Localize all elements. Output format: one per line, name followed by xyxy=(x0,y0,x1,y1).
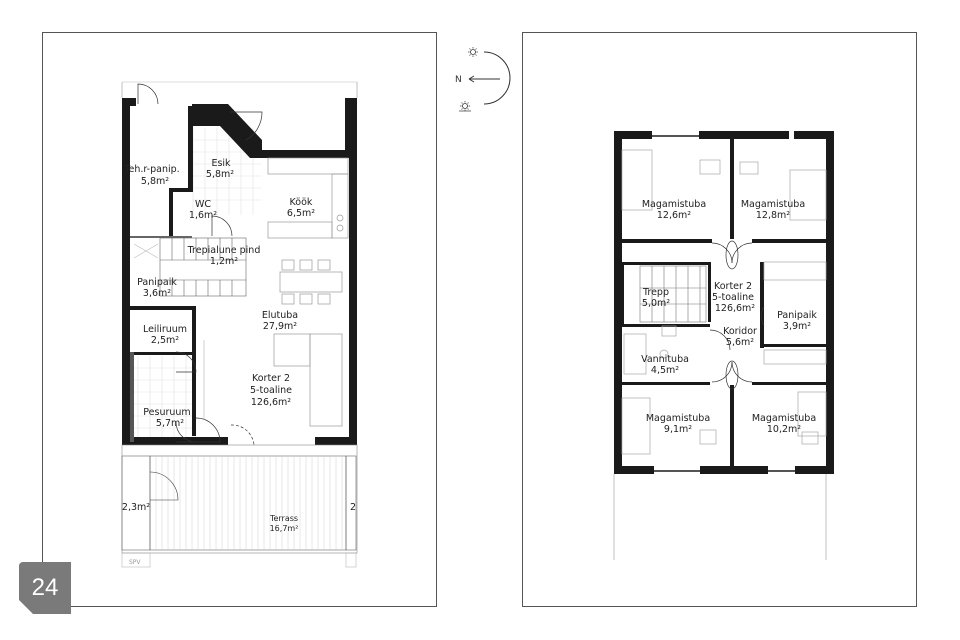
upper-koridor-area: 5,6m² xyxy=(726,337,754,348)
doors xyxy=(137,83,263,446)
page-number: 24 xyxy=(31,574,59,601)
upper-doors xyxy=(709,240,765,390)
room-store-area: 2,3m² xyxy=(122,502,150,513)
room-esik-name: Esik xyxy=(211,158,231,169)
staircase xyxy=(133,237,247,297)
upper-panipaik-name: Panipaik xyxy=(777,310,817,321)
upper-vannituba-name: Vannituba xyxy=(641,354,689,365)
ground-floor-plan: Teh.r-panip. 5,8m² Esik 5,8m² WC 1,6m² K… xyxy=(121,81,358,568)
upper-mag1-area: 12,6m² xyxy=(657,210,691,221)
terrace xyxy=(121,444,358,568)
upper-panipaik-area: 3,9m² xyxy=(783,321,811,332)
upper-koridor-name: Koridor xyxy=(723,326,757,337)
room-teh-name: Teh.r-panip. xyxy=(123,164,179,175)
room-pesuruum-name: Pesuruum xyxy=(143,407,190,418)
room-trepialune-name: Trepialune pind xyxy=(187,245,261,256)
right-sheet-frame xyxy=(522,32,917,607)
upper-mag4-area: 10,2m² xyxy=(767,424,801,435)
upper-furniture xyxy=(621,149,827,455)
upper-mag3-name: Magamistuba xyxy=(646,413,710,424)
compass: N xyxy=(455,47,511,112)
upper-apartment-area: 126,6m² xyxy=(715,303,755,314)
room-leiliruum-area: 2,5m² xyxy=(151,335,179,346)
room-kook-area: 6,5m² xyxy=(287,208,315,219)
exterior-walls xyxy=(122,98,357,445)
room-kook-name: Köök xyxy=(290,197,313,208)
page-number-badge-shape xyxy=(19,562,71,614)
room-trepialune-area: 1,2m² xyxy=(210,256,238,267)
north-label: N xyxy=(455,75,462,85)
plan-tag: SPV xyxy=(129,559,141,566)
upper-floor-plan: Magamistuba 12,6m² Magamistuba 12,8m² Ko… xyxy=(613,131,834,560)
left-sheet-frame xyxy=(42,32,437,607)
room-pesuruum-area: 5,7m² xyxy=(156,418,184,429)
sofa xyxy=(203,333,343,427)
upper-mag1-name: Magamistuba xyxy=(642,199,706,210)
upper-mag4-name: Magamistuba xyxy=(752,413,816,424)
upper-mag2-name: Magamistuba xyxy=(741,199,805,210)
upper-vannituba-area: 4,5m² xyxy=(651,365,679,376)
room-wc-name: WC xyxy=(195,199,211,210)
upper-mag3-area: 9,1m² xyxy=(664,424,692,435)
room-elutuba-name: Elutuba xyxy=(262,310,298,321)
upper-interior-walls xyxy=(620,139,826,470)
room-leiliruum-name: Leiliruum xyxy=(143,324,187,335)
apartment-name-left: Korter 2 xyxy=(252,373,290,384)
sun-set-icon xyxy=(459,101,471,112)
upper-staircase xyxy=(639,265,707,323)
room-teh-area: 5,8m² xyxy=(141,176,169,187)
room-edge-name: 2 xyxy=(350,502,356,513)
room-elutuba-area: 27,9m² xyxy=(263,321,297,332)
interior-walls xyxy=(130,106,196,442)
page-number-badge: 24 xyxy=(19,562,79,616)
apartment-area-left: 126,6m² xyxy=(251,397,291,408)
sun-rise-icon xyxy=(468,47,478,57)
room-terrass-name: Terrass xyxy=(269,514,298,523)
room-panipaik-name: Panipaik xyxy=(137,277,177,288)
upper-apartment-name: Korter 2 xyxy=(714,281,752,292)
room-terrass-area: 16,7m² xyxy=(270,524,299,533)
apartment-rooms-left: 5-toaline xyxy=(250,385,292,396)
upper-mag2-area: 12,8m² xyxy=(756,210,790,221)
tile-hatch xyxy=(132,128,262,438)
compass-arrowhead xyxy=(468,75,475,83)
upper-trepp-name: Trepp xyxy=(642,287,669,298)
upper-trepp-area: 5,0m² xyxy=(642,298,670,309)
room-panipaik-area: 3,6m² xyxy=(143,288,171,299)
room-wc-area: 1,6m² xyxy=(189,210,217,221)
kitchen-counter xyxy=(267,157,349,239)
room-esik-area: 5,8m² xyxy=(206,169,234,180)
compass-arc xyxy=(483,51,511,105)
dining-table xyxy=(279,259,343,305)
upper-apartment-rooms: 5-toaline xyxy=(712,292,754,303)
